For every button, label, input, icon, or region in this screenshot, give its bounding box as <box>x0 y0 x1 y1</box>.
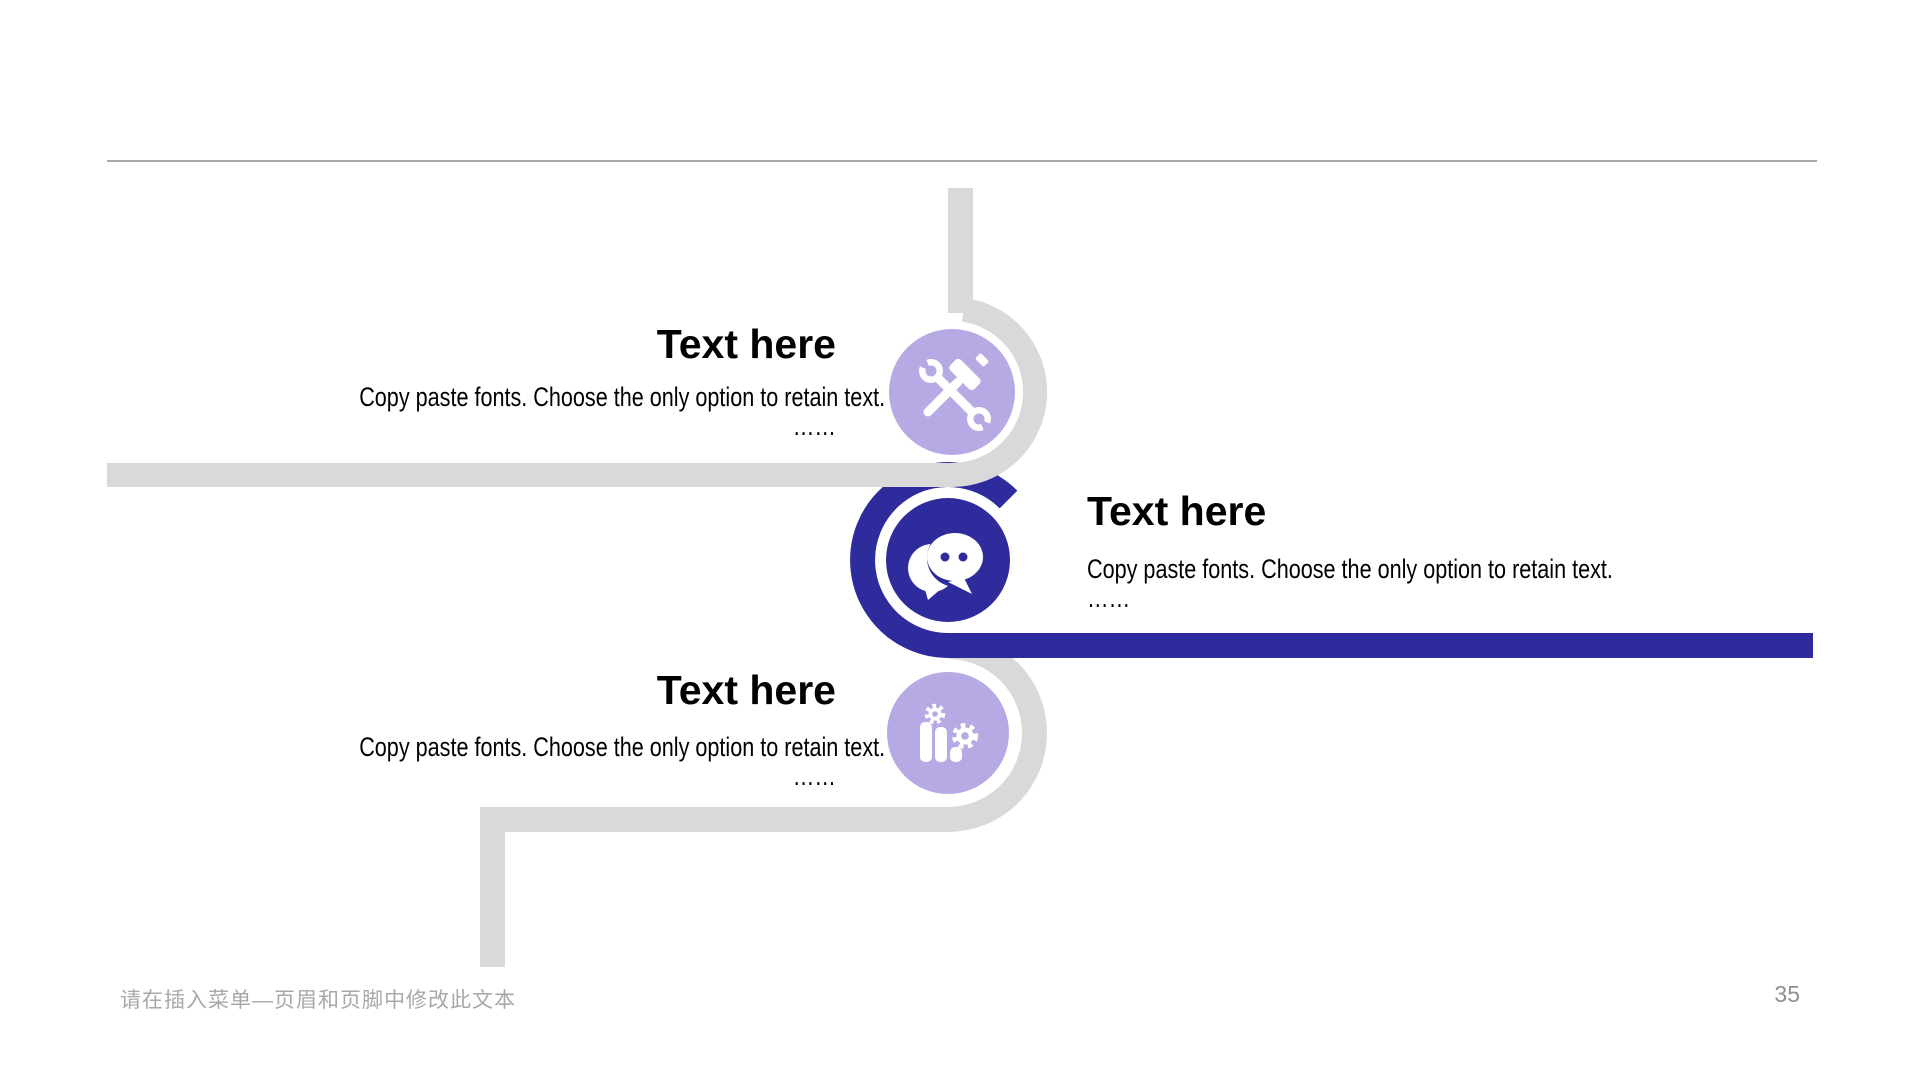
section-ellipsis: …… <box>792 411 836 441</box>
chat-icon <box>908 529 985 600</box>
milestone-circle-2 <box>886 498 1010 622</box>
chart-gears-icon <box>920 703 978 762</box>
connector-gray-top <box>107 188 1048 487</box>
section-ellipsis: …… <box>1087 583 1131 613</box>
footer-placeholder-text: 请在插入菜单—页眉和页脚中修改此文本 <box>120 989 516 1012</box>
page-number: 35 <box>1774 981 1800 1007</box>
section-block-2: Text here Copy paste fonts. Choose the o… <box>1087 486 1727 616</box>
section-body: Copy paste fonts. Choose the only option… <box>359 382 886 412</box>
section-title: Text here <box>656 321 836 367</box>
section-ellipsis: …… <box>792 761 836 791</box>
section-block-1: Text here Copy paste fonts. Choose the o… <box>240 319 886 449</box>
section-title: Text here <box>1087 488 1267 534</box>
milestone-circle-1 <box>889 329 1015 455</box>
section-body: Copy paste fonts. Choose the only option… <box>1087 554 1613 584</box>
section-block-3: Text here Copy paste fonts. Choose the o… <box>240 665 886 795</box>
tools-icon <box>907 347 1003 443</box>
section-title: Text here <box>656 667 836 713</box>
section-body: Copy paste fonts. Choose the only option… <box>359 732 886 762</box>
milestone-circle-3 <box>887 672 1009 794</box>
